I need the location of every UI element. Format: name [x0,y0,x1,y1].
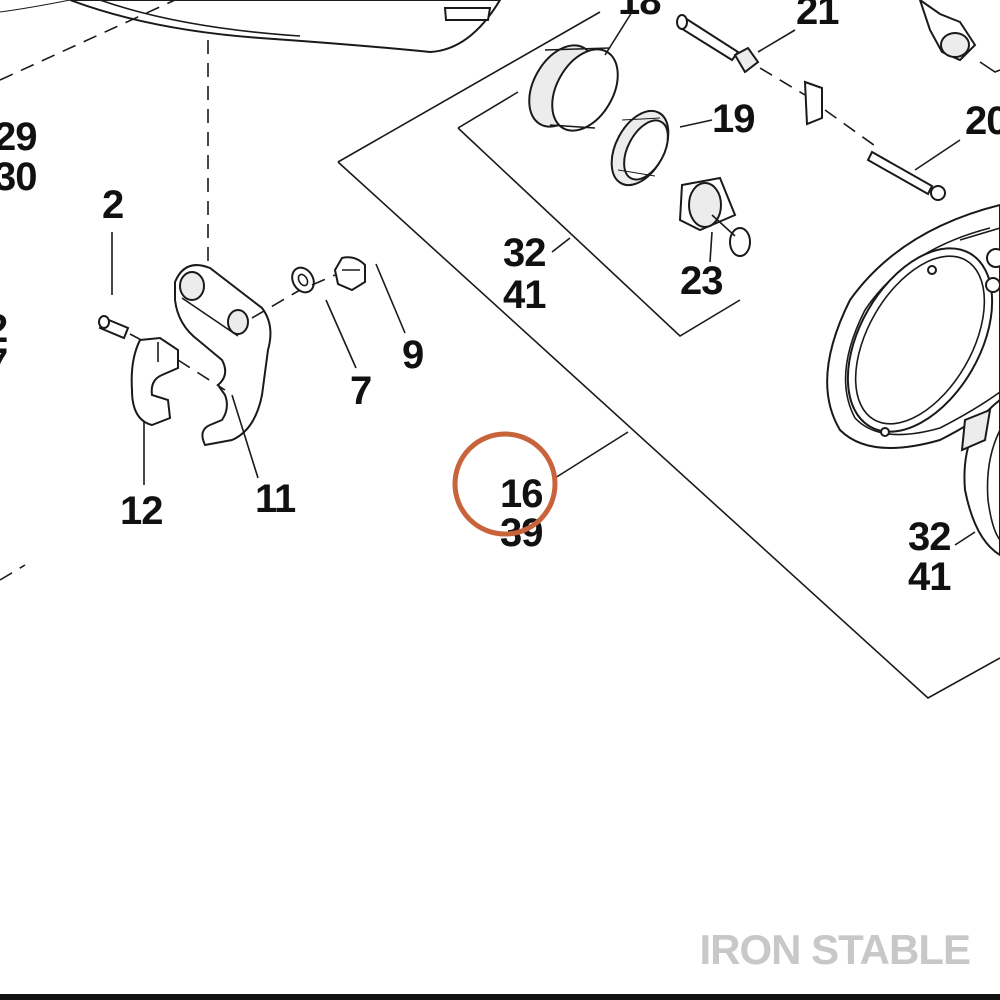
dashed-line-bottom-left [0,564,26,581]
callout-2: 2 [102,183,123,227]
leader-32-41-lower [954,531,976,546]
socket-top-right [918,0,1000,73]
callout-30: 30 [0,155,37,199]
part-21-pin [676,14,879,149]
highlight-circle [452,431,558,537]
callout-7: 7 [350,369,371,413]
callout-12: 12 [120,489,163,533]
callout-19: 19 [712,97,755,141]
callout-16: 16 [500,472,543,516]
watermark: IRON STABLE [699,926,971,973]
part-23-bulb [678,176,751,263]
leader-32-41-upper [551,237,571,253]
headlamp-bezel [826,203,1000,449]
headlamp-lens [960,398,1000,557]
housing-top-left [0,0,502,54]
part-2-screw [98,232,161,351]
callout-left-edge-2: 2 [0,307,7,351]
callout-29: 29 [0,115,37,159]
part-12-clamp [130,336,226,485]
part-9-acorn-nut [311,256,406,334]
part-18-trim-ring [528,11,633,132]
part-20-long-pin [866,139,961,201]
callout-9: 9 [402,333,423,377]
callout-41-upper: 41 [503,273,546,317]
callout-41-lower: 41 [908,555,951,599]
kit-box-inner [457,91,741,337]
kit-box-outer [337,11,1000,699]
callout-32-upper: 32 [503,231,546,275]
part-7-washer [291,266,357,369]
callout-11: 11 [255,477,296,521]
bottom-border [0,994,1000,1000]
part-19-retainer [610,109,713,187]
callout-23: 23 [680,259,723,303]
callout-32-lower: 32 [908,515,951,559]
dashed-line-top [0,0,176,81]
callout-18: 18 [618,0,661,23]
callout-20: 20 [965,99,1000,143]
callout-21: 21 [796,0,839,33]
part-11-bracket [174,264,301,479]
callout-left-edge-7: 7 [0,341,7,385]
